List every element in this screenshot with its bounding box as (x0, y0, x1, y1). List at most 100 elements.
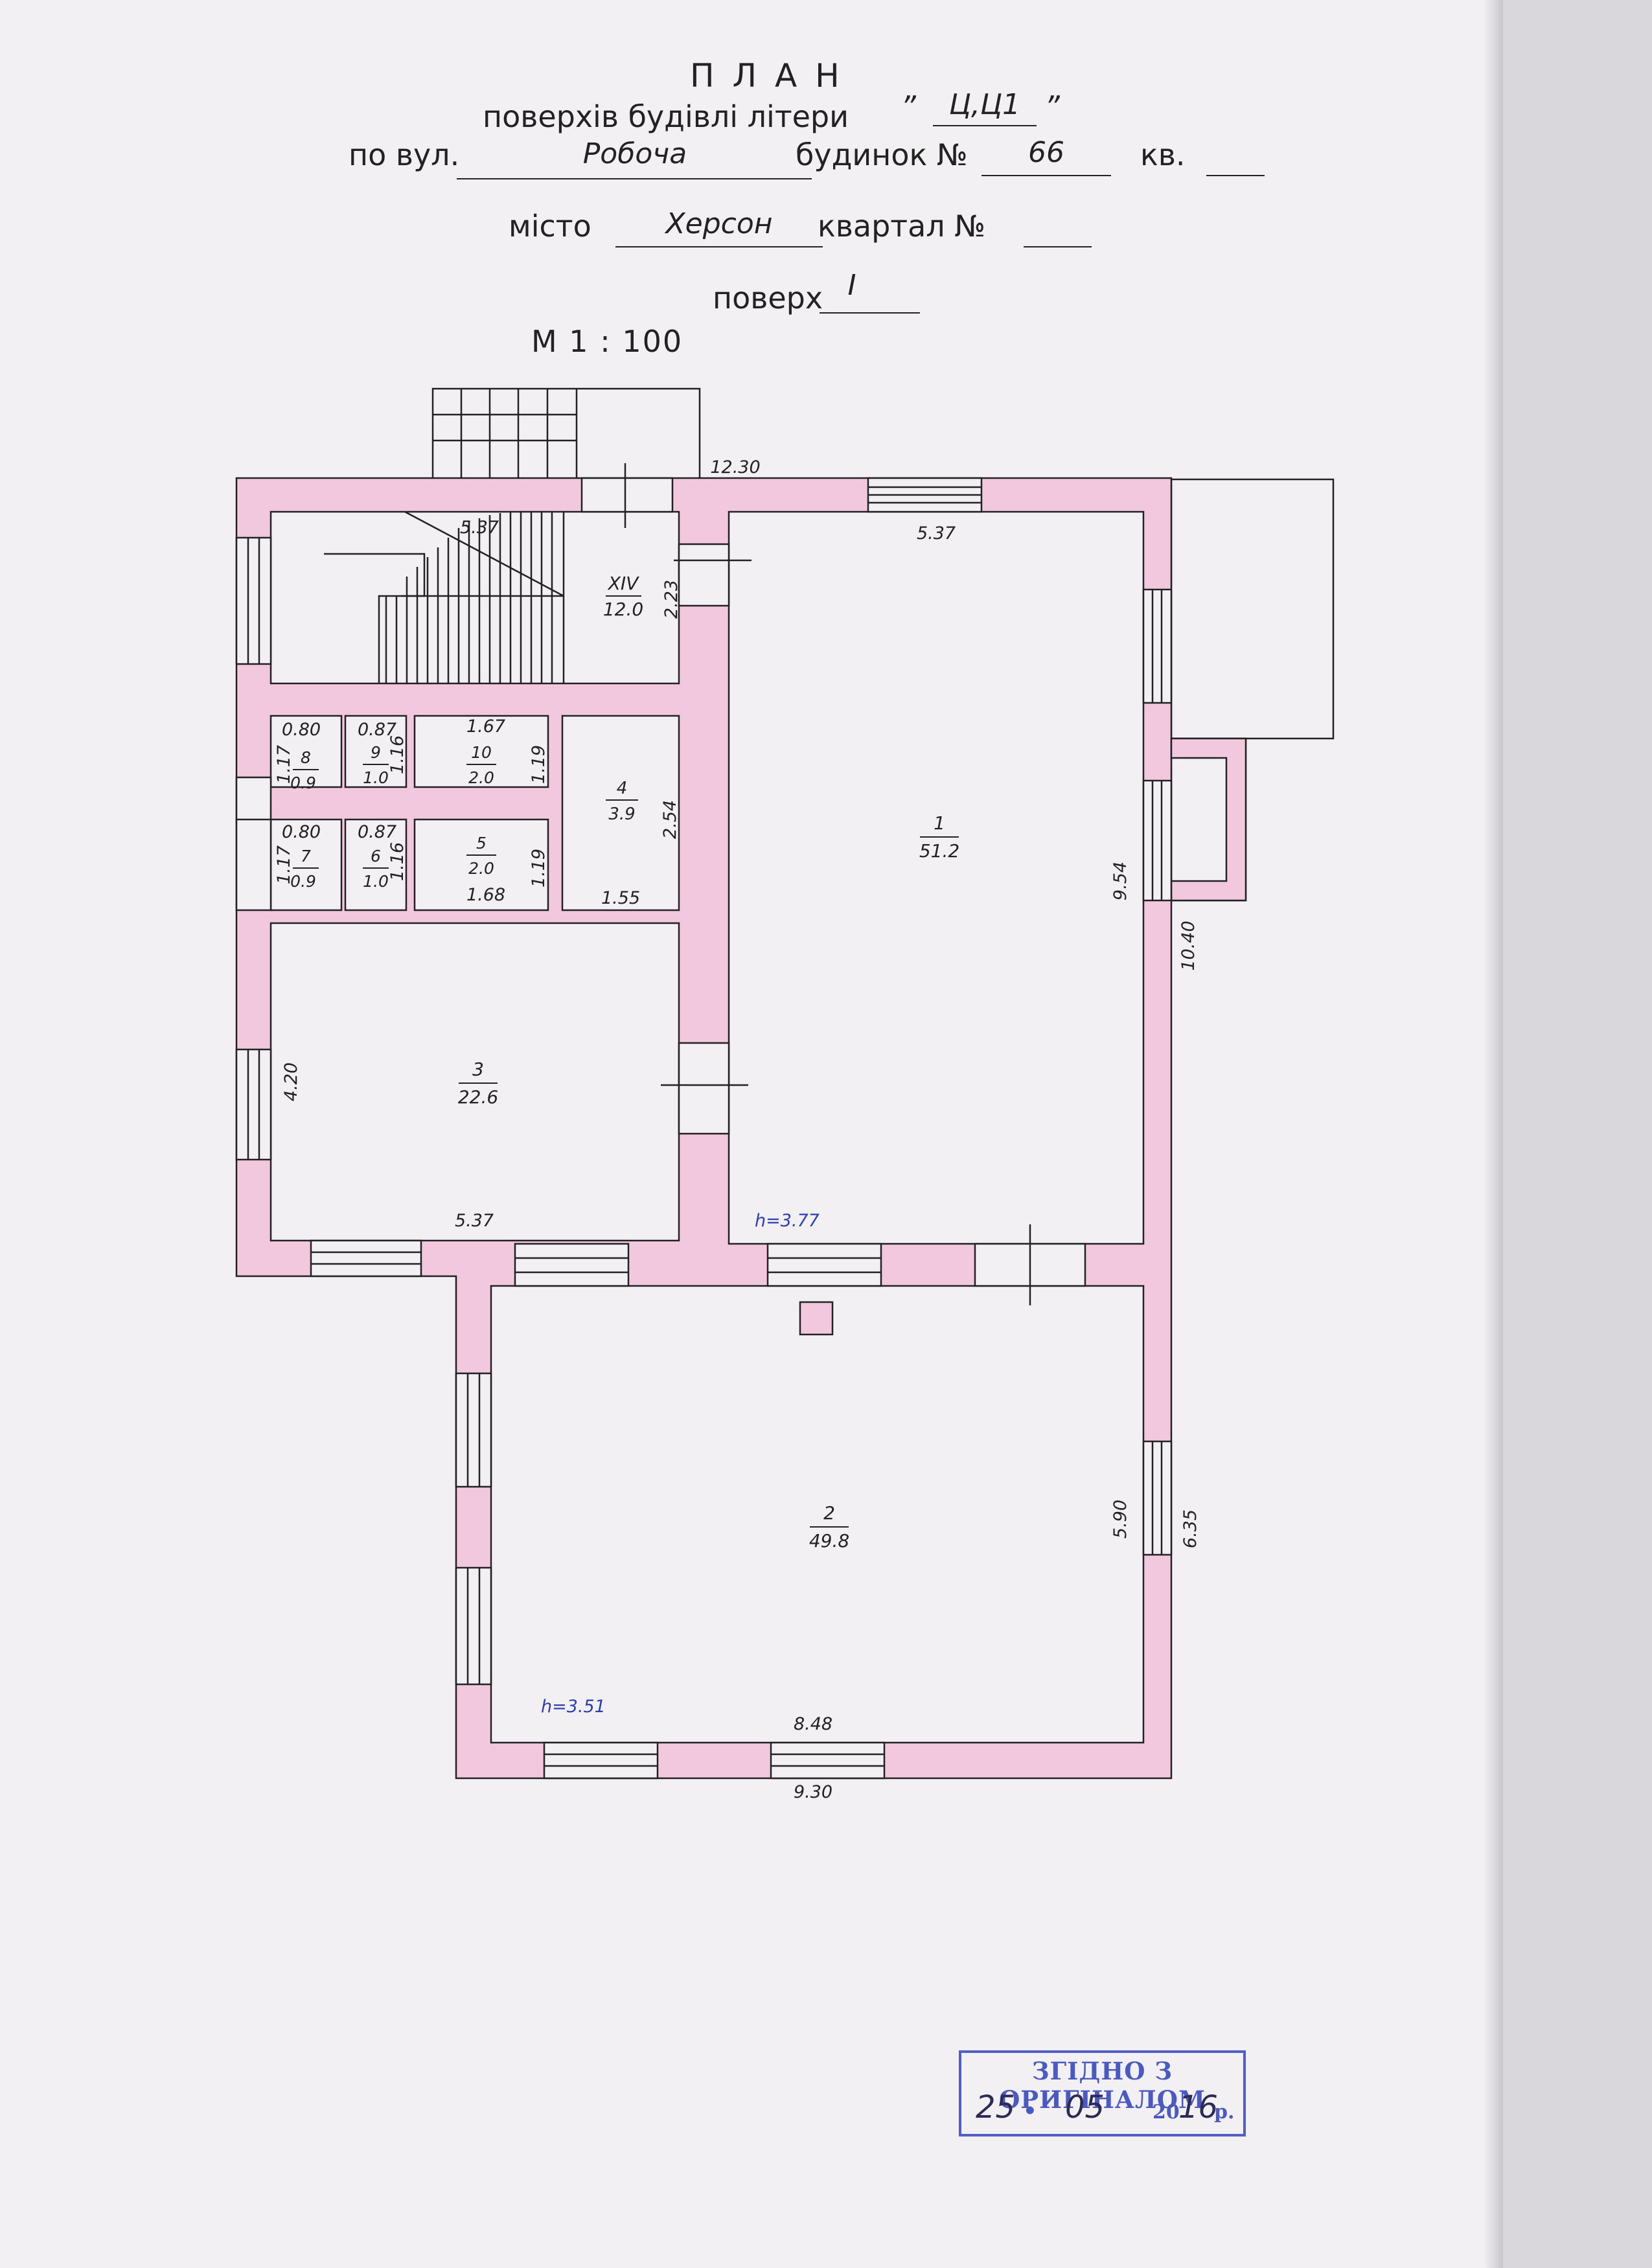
room-8-number: 8 (301, 748, 311, 767)
floor-label: поверх (713, 281, 823, 315)
stamp-year-prefix: 20 (1153, 2101, 1180, 2124)
dim-room3-depth: 4.20 (281, 1062, 301, 1101)
room-2-number: 2 (823, 1502, 835, 1524)
entrance-stairs (431, 387, 701, 481)
dim-room5-w: 1.68 (466, 885, 505, 905)
house-number: 66 (1028, 136, 1064, 169)
room-1-label: 1 51.2 (919, 812, 959, 862)
dim-room2-outer: 6.35 (1180, 1509, 1200, 1548)
dim-stair-width: 5.37 (460, 518, 499, 538)
room-4-label: 4 3.9 (606, 779, 638, 824)
room-XIV-number: XIV (607, 573, 639, 594)
room-3-area: 22.6 (458, 1086, 498, 1108)
room-2-area: 49.8 (809, 1530, 849, 1552)
room-1-number: 1 (934, 812, 945, 834)
apartment-label: кв. (1140, 137, 1186, 172)
room-10-label: 10 2.0 (466, 743, 496, 787)
stamp-day: 25 (976, 2089, 1016, 2125)
dim-room4-d: 2.54 (660, 800, 680, 839)
floor-number: I (847, 269, 856, 302)
room-10-area: 2.0 (468, 768, 494, 787)
room-6-number: 6 (371, 847, 381, 865)
building-letter: Ц,Ц1 (948, 88, 1021, 121)
block-underline (1024, 246, 1092, 247)
dim-room9-w: 0.87 (358, 720, 396, 740)
city-underline (615, 246, 823, 247)
height-block2: h=3.51 (541, 1697, 606, 1717)
dim-right-overall: 10.40 (1178, 921, 1199, 970)
room-6-area: 1.0 (363, 872, 389, 891)
stamp-month: 05 (1065, 2089, 1105, 2125)
room-9-number: 9 (371, 743, 381, 762)
dim-room3-width: 5.37 (455, 1211, 494, 1231)
letter-close-quote: ” (1044, 89, 1060, 124)
dim-room2-width: 8.48 (794, 1714, 832, 1734)
floor-plan: XIV 12.0 1 51.2 2 49.8 3 22.6 4 3.9 5 2.… (235, 387, 1335, 1802)
letter-open-quote: ” (901, 89, 916, 124)
dim-room9-d: 1.16 (387, 735, 407, 774)
stamp-year-suffix: р. (1214, 2101, 1235, 2124)
dim-room10-w: 1.67 (466, 716, 505, 737)
dim-room6-d: 1.16 (387, 842, 407, 881)
dim-room2-outer-w: 9.30 (794, 1782, 832, 1802)
dim-room5-d: 1.19 (529, 849, 549, 888)
block-label: квартал № (818, 209, 986, 244)
height-block1: h=3.77 (755, 1211, 820, 1231)
dimensions: 12.30 5.37 5.37 2.23 0.80 1.17 0.87 1.16… (274, 457, 1200, 1802)
room-7-number: 7 (301, 847, 311, 865)
dim-room8-d: 1.17 (274, 745, 294, 784)
stamp-separator: • (1023, 2098, 1037, 2124)
dim-room6-w: 0.87 (358, 822, 396, 842)
certified-copy-stamp: ЗГІДНО З ОРИГІНАЛОМ 25 • 05 20 16 р. (959, 2050, 1246, 2136)
room-5-label: 5 2.0 (466, 834, 496, 878)
dim-stair-depth: 2.23 (661, 580, 682, 619)
apartment-underline (1206, 175, 1265, 176)
room-8-area: 0.9 (290, 773, 316, 792)
annex-wall (1170, 737, 1247, 902)
room-XIV-label: XIV 12.0 (603, 573, 643, 620)
dim-room7-w: 0.80 (282, 822, 321, 842)
dim-room7-d: 1.17 (274, 845, 294, 884)
house-label: будинок № (796, 137, 968, 172)
dim-room10-d: 1.19 (529, 745, 549, 784)
city-name: Херсон (665, 207, 773, 240)
room-3-label: 3 22.6 (458, 1059, 498, 1108)
street-prefix: по вул. (349, 137, 460, 172)
plan-scale: М 1 : 100 (531, 324, 683, 359)
plan-subtitle: поверхів будівлі літери (483, 99, 849, 134)
city-label: місто (509, 209, 591, 244)
room-4-area: 3.9 (608, 805, 635, 824)
stamp-year: 16 (1178, 2089, 1219, 2125)
room-4-number: 4 (617, 779, 628, 798)
room-5-area: 2.0 (468, 859, 494, 878)
street-underline (457, 178, 812, 179)
room-9-area: 1.0 (363, 768, 389, 787)
room-1-area: 51.2 (919, 840, 959, 862)
street-name: Робоча (582, 137, 687, 170)
room-8-label: 8 0.9 (290, 748, 319, 792)
room-3-number: 3 (472, 1059, 484, 1080)
room-6-label: 6 1.0 (363, 847, 389, 891)
dim-room4-w: 1.55 (601, 888, 640, 908)
dim-room1-width: 5.37 (917, 523, 956, 544)
letter-underline (933, 125, 1037, 126)
walls (235, 477, 1247, 1780)
stamp-title: ЗГІДНО З ОРИГІНАЛОМ (999, 2057, 1206, 2114)
plan-title: П Л А Н (690, 57, 843, 95)
dim-room8-w: 0.80 (282, 720, 321, 740)
dim-room1-depth: 9.54 (1110, 862, 1130, 900)
room-labels: XIV 12.0 1 51.2 2 49.8 3 22.6 4 3.9 5 2.… (290, 573, 959, 1552)
page-edge-shadow (1484, 0, 1503, 2268)
room-9-label: 9 1.0 (363, 743, 389, 787)
room-7-area: 0.9 (290, 872, 316, 891)
openings (235, 463, 1173, 1780)
dim-overall-top: 12.30 (710, 457, 760, 477)
room-7-label: 7 0.9 (290, 847, 319, 891)
room-10-number: 10 (471, 743, 492, 762)
dim-room2-depth: 5.90 (1110, 1500, 1130, 1539)
room-5-number: 5 (476, 834, 487, 853)
annex-outline (1170, 478, 1335, 902)
interior-stair (324, 510, 565, 683)
floor-underline (820, 312, 920, 314)
room-2-label: 2 49.8 (809, 1502, 849, 1552)
